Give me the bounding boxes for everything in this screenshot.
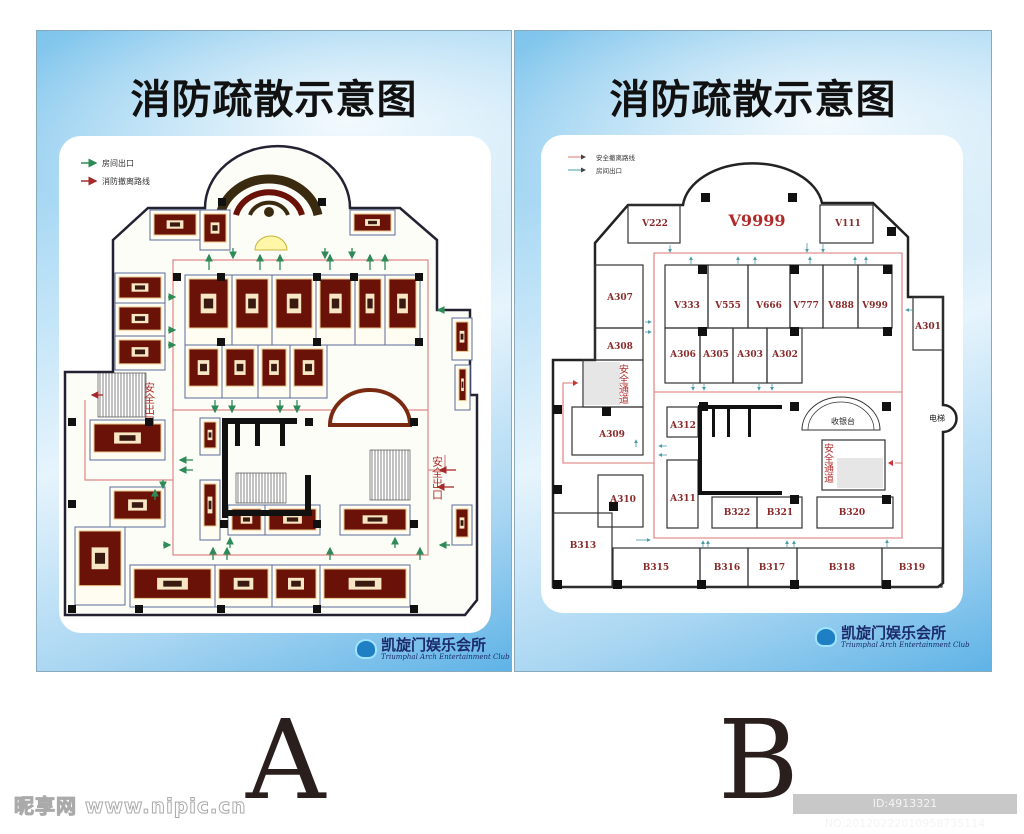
plan-b-logo: 凯旋门娱乐会所 Triumphal Arch Entertainment Clu… — [815, 625, 970, 649]
plan-b-panel: 消防疏散示意图 凯旋门娱乐会所 Triumphal Arch Entertain… — [514, 30, 992, 672]
logo-subtitle: Triumphal Arch Entertainment Club — [841, 641, 970, 649]
logo-name: 凯旋门娱乐会所 — [841, 624, 947, 642]
logo-mascot-icon — [815, 627, 837, 647]
site-watermark: 昵享网 www.nipic.cn — [14, 794, 247, 819]
plan-a-sheet — [59, 136, 491, 633]
plan-a-title: 消防疏散示意图 — [130, 76, 418, 123]
image-id-bar: ID:4913321 NO:20120222010958735114 — [793, 794, 1017, 830]
logo-subtitle: Triumphal Arch Entertainment Club — [381, 653, 510, 661]
plan-a-letter: A — [246, 696, 326, 824]
plan-b-sheet — [541, 135, 963, 613]
plan-a-panel: 消防疏散示意图 凯旋门娱乐会所 Triumphal Arch Entertain… — [36, 30, 512, 672]
plan-a-logo: 凯旋门娱乐会所 Triumphal Arch Entertainment Clu… — [355, 637, 510, 661]
plan-b-title: 消防疏散示意图 — [609, 76, 897, 123]
logo-mascot-icon — [355, 639, 377, 659]
plan-b-letter: B — [718, 696, 799, 824]
logo-name: 凯旋门娱乐会所 — [381, 636, 487, 654]
